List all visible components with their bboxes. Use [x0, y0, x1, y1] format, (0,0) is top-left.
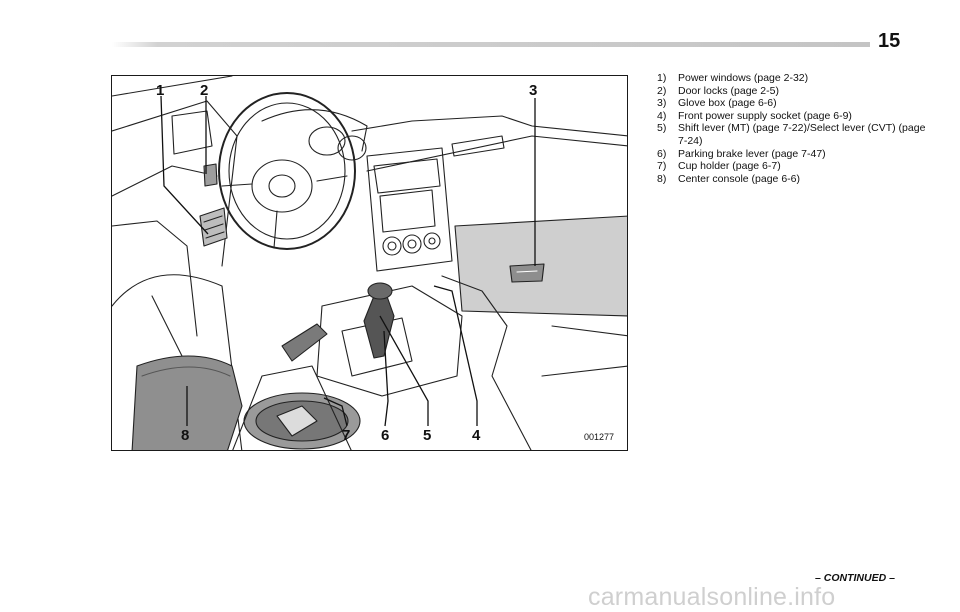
callout-6: 6 [381, 427, 390, 444]
callout-leader-lines [160, 95, 536, 427]
callout-4: 4 [472, 427, 481, 444]
legend-item: 1) Power windows (page 2-32) [657, 72, 927, 85]
legend-item: 4) Front power supply socket (page 6-9) [657, 110, 927, 123]
legend-text: Glove box (page 6-6) [678, 97, 777, 110]
watermark: carmanualsonline.info [588, 583, 836, 611]
legend-item: 5) Shift lever (MT) (page 7-22)/Select le… [657, 122, 927, 147]
legend-number: 2) [657, 84, 667, 97]
legend-item: 7) Cup holder (page 6-7) [657, 160, 927, 173]
page-number: 15 [878, 30, 901, 52]
legend-number: 6) [657, 147, 667, 160]
legend-text: Shift lever (MT) (page 7-22)/Select leve… [678, 122, 926, 147]
callout-7: 7 [342, 427, 351, 444]
legend-text: Door locks (page 2-5) [678, 84, 779, 97]
callout-1: 1 [156, 82, 165, 99]
interior-illustration: 1 2 3 4 5 6 7 8 001277 [111, 75, 628, 451]
legend-item: 6) Parking brake lever (page 7-47) [657, 148, 927, 161]
legend-text: Center console (page 6-6) [678, 172, 800, 185]
legend-text: Parking brake lever (page 7-47) [678, 147, 826, 160]
legend-text: Front power supply socket (page 6-9) [678, 109, 852, 122]
callout-8: 8 [181, 427, 190, 444]
callout-5: 5 [423, 427, 432, 444]
legend-number: 7) [657, 160, 667, 173]
callout-2: 2 [200, 82, 209, 99]
legend-number: 3) [657, 97, 667, 110]
callout-3: 3 [529, 82, 538, 99]
header-rule [112, 42, 870, 47]
legend-text: Power windows (page 2-32) [678, 72, 809, 84]
legend-item: 2) Door locks (page 2-5) [657, 85, 927, 98]
legend-item: 3) Glove box (page 6-6) [657, 97, 927, 110]
component-legend: 1) Power windows (page 2-32) 2) Door locks… [657, 72, 927, 185]
figure-code: 001277 [584, 432, 615, 442]
legend-item: 8) Center console (page 6-6) [657, 173, 927, 186]
legend-number: 1) [657, 72, 667, 84]
legend-number: 4) [657, 109, 667, 122]
legend-number: 8) [657, 172, 667, 185]
legend-number: 5) [657, 122, 667, 135]
continued-label: – CONTINUED – [815, 572, 895, 584]
interior-line-drawing [112, 76, 627, 450]
legend-text: Cup holder (page 6-7) [678, 160, 781, 173]
